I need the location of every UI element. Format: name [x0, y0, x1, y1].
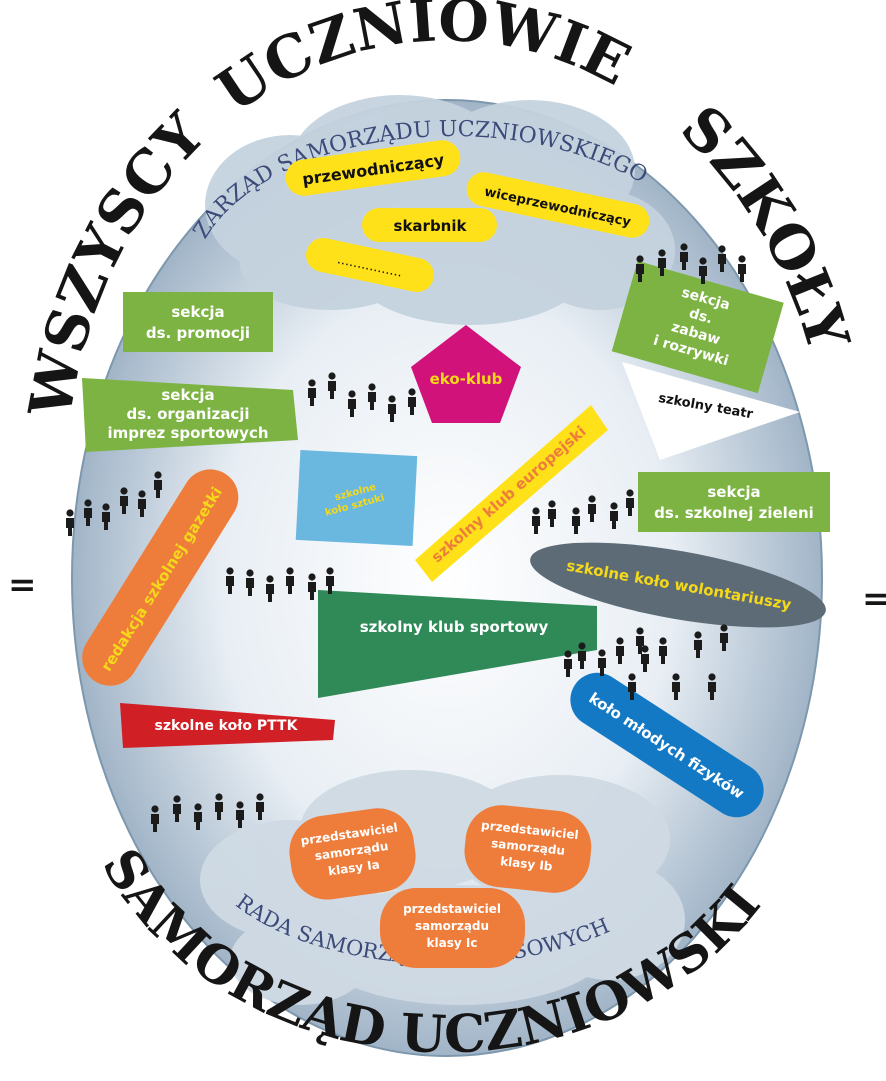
- promo-line-1: sekcja: [171, 303, 224, 321]
- eco-label: eko-klub: [430, 370, 503, 388]
- equals-left: =: [8, 565, 37, 605]
- rep-ic-line-3: klasy Ic: [427, 936, 478, 950]
- rep-ia: przedstawiciel samorządu klasy Ia: [289, 808, 416, 900]
- rep-ic-line-2: samorządu: [415, 919, 489, 933]
- sport-events-line-1: sekcja: [161, 386, 214, 404]
- sport-events-section: sekcja ds. organizacji imprez sportowych: [82, 378, 298, 452]
- rep-ic-line-1: przedstawiciel: [403, 902, 501, 916]
- fun-line-2: ds.: [687, 305, 714, 327]
- green-line-1: sekcja: [707, 483, 760, 501]
- pttk-label: szkolne koło PTTK: [155, 718, 299, 734]
- eco-club: eko-klub: [411, 325, 521, 423]
- sport-events-line-3: imprez sportowych: [107, 424, 268, 442]
- dots-pill: ................: [306, 238, 434, 292]
- pttk-club: szkolne koło PTTK: [120, 703, 335, 748]
- treasurer-label: skarbnik: [394, 217, 468, 235]
- sport-club-label: szkolny klub sportowy: [360, 618, 549, 636]
- promo-section: sekcja ds. promocji: [123, 292, 273, 352]
- equals-right: =: [862, 579, 886, 619]
- rep-ib: przedstawiciel samorządu klasy Ib: [464, 805, 592, 893]
- theatre-section: szkolny teatr: [622, 362, 800, 460]
- rep-ic: przedstawiciel samorządu klasy Ic: [380, 888, 525, 968]
- green-line-2: ds. szkolnej zieleni: [654, 504, 814, 522]
- promo-line-2: ds. promocji: [146, 324, 250, 342]
- sport-club: szkolny klub sportowy: [318, 590, 597, 698]
- art-club: szkolne koło sztuki: [295, 450, 418, 547]
- fun-section: sekcja ds. zabaw i rozrywki: [611, 260, 784, 394]
- rep-ib-line-3: klasy Ib: [500, 854, 554, 873]
- green-section: sekcja ds. szkolnej zieleni: [638, 472, 830, 532]
- treasurer-pill: skarbnik: [362, 208, 497, 242]
- sport-events-line-2: ds. organizacji: [127, 405, 250, 423]
